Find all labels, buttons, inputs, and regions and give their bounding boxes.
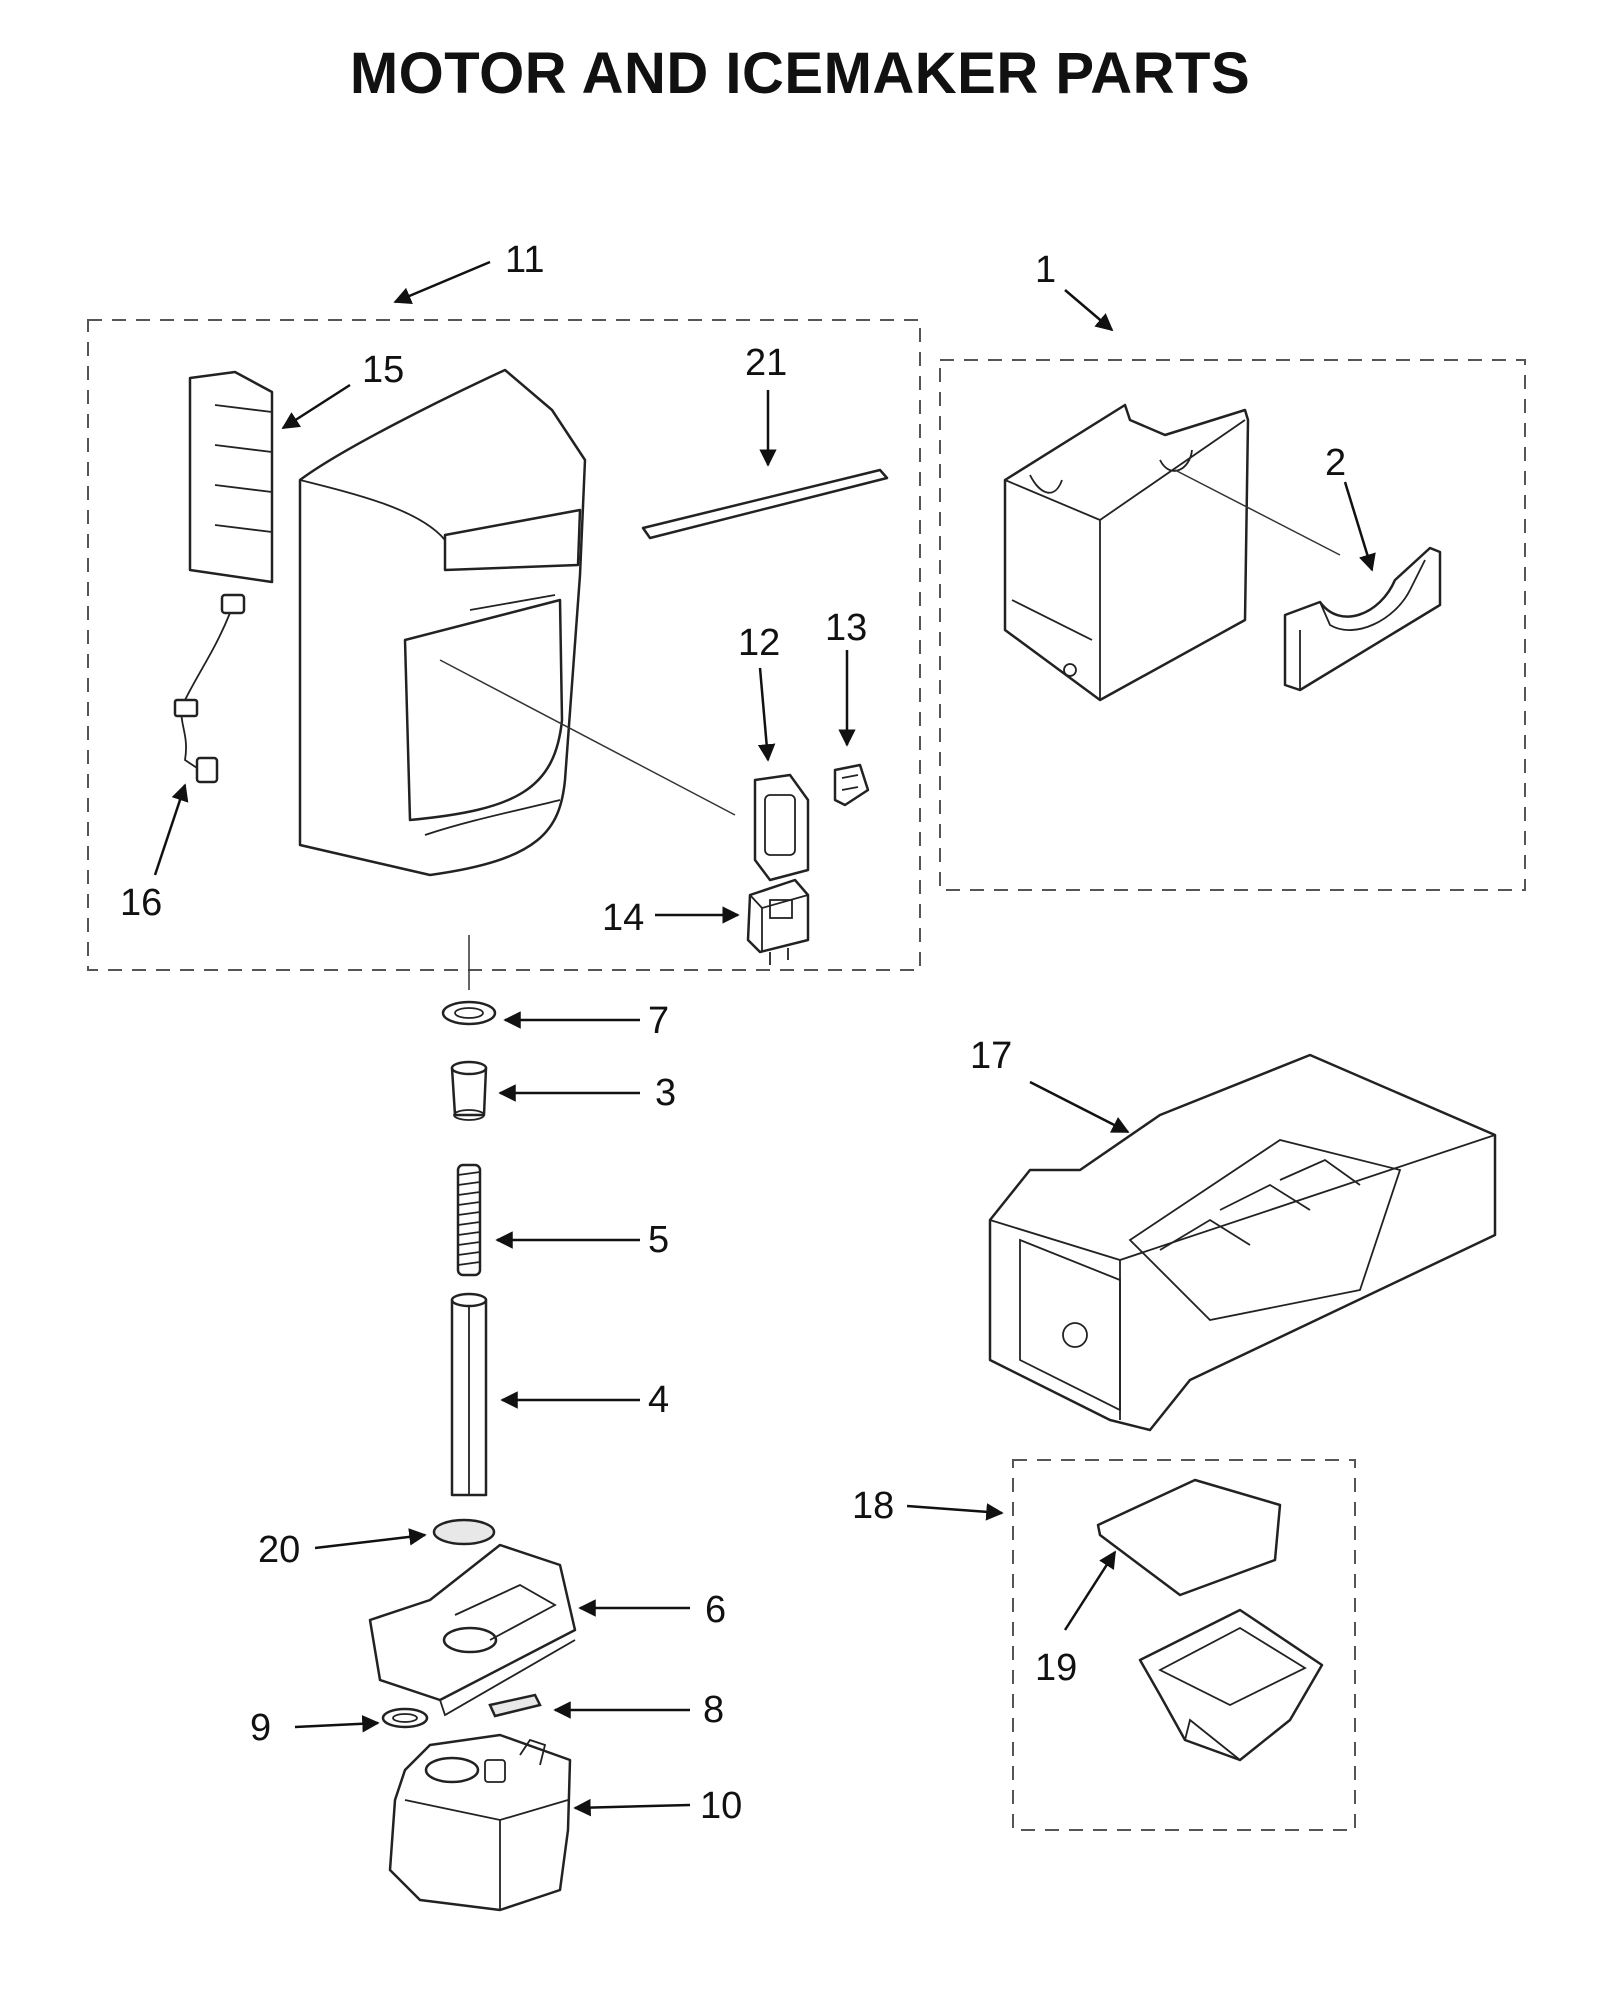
callout-15: 15 — [362, 349, 404, 391]
callout-14: 14 — [602, 897, 644, 939]
part-10-motor — [388, 1733, 572, 1912]
part-14-relay — [746, 878, 810, 965]
callout-13: 13 — [825, 607, 867, 649]
part-9-ring — [381, 1707, 429, 1729]
part-15-panel — [188, 370, 274, 584]
part-11-dispenser-housing — [298, 368, 587, 877]
callout-7: 7 — [648, 1000, 669, 1042]
part-18-housing — [1138, 1608, 1324, 1762]
callout-11: 11 — [505, 239, 544, 281]
part-20-disk — [432, 1518, 496, 1546]
leader-arrows — [153, 260, 1376, 1817]
callout-2: 2 — [1325, 442, 1346, 484]
part-1-ice-bin — [1003, 403, 1250, 702]
part-2-bin-door — [1174, 469, 1442, 692]
part-12-bracket — [439, 659, 810, 882]
callout-20: 20 — [258, 1529, 300, 1571]
part-7-washer — [441, 1000, 497, 1026]
assembly-18-box — [1012, 1459, 1356, 1831]
callout-12: 12 — [738, 622, 780, 664]
callout-9: 9 — [250, 1707, 271, 1749]
assembly-11-box — [87, 319, 921, 971]
callout-4: 4 — [648, 1379, 669, 1421]
part-6-tray — [368, 1543, 577, 1717]
part-21-strip — [641, 468, 889, 540]
callout-10: 10 — [700, 1785, 742, 1827]
callout-5: 5 — [648, 1219, 669, 1261]
callout-labels: 11 1 15 21 2 12 13 14 16 7 3 5 4 20 6 8 … — [120, 239, 1346, 1827]
part-19-gasket — [1096, 1478, 1282, 1597]
callout-8: 8 — [703, 1689, 724, 1731]
part-3-coupler — [450, 1060, 488, 1121]
callout-19: 19 — [1035, 1647, 1077, 1689]
callout-6: 6 — [705, 1589, 726, 1631]
part-8-clip — [488, 1693, 542, 1718]
part-16-wire-harness — [173, 593, 246, 784]
callout-21: 21 — [745, 342, 787, 384]
callout-1: 1 — [1035, 249, 1056, 291]
page-title: MOTOR AND ICEMAKER PARTS — [349, 41, 1251, 106]
assembly-1-box — [939, 359, 1526, 891]
part-4-shaft — [450, 1292, 488, 1497]
part-17-icemaker — [988, 1053, 1497, 1432]
callout-18: 18 — [852, 1485, 894, 1527]
callout-16: 16 — [120, 882, 162, 924]
callout-3: 3 — [655, 1072, 676, 1114]
callout-17: 17 — [970, 1035, 1012, 1077]
part-5-spring — [456, 1163, 482, 1277]
part-13-switch — [833, 763, 870, 807]
